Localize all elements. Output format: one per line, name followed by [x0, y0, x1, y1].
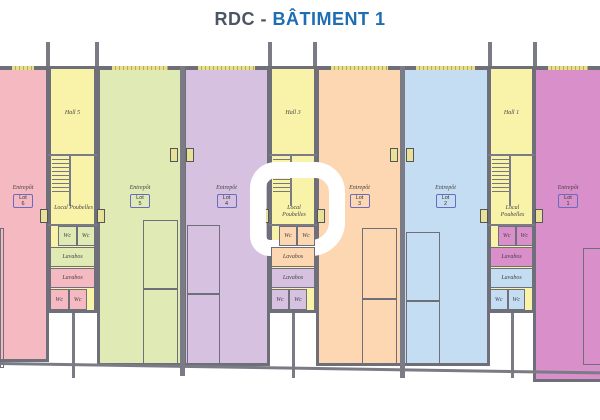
lot-name: Entrepôt: [12, 185, 34, 191]
lot-name: Entrepôt: [349, 185, 370, 191]
wc-room: Wc: [297, 226, 315, 246]
wall-stub: [268, 42, 272, 70]
title-building: BÂTIMENT 1: [272, 9, 386, 29]
lot-badge: Lot 4: [216, 194, 237, 208]
partition-wall: [510, 313, 514, 378]
divider: [143, 288, 178, 290]
divider: [269, 154, 317, 156]
wall-stub: [488, 42, 492, 70]
lot-badge: Lot 3: [349, 194, 370, 208]
lavabos-room: Lavabos: [50, 268, 95, 288]
window: [112, 66, 168, 70]
door-icon: [186, 148, 194, 162]
party-wall: [400, 66, 405, 378]
divider: [406, 300, 440, 302]
window: [548, 66, 588, 70]
lot-badge: Lot 6: [13, 194, 33, 208]
hall-label: Hall 1: [503, 110, 520, 116]
lot-badge: Lot 2: [435, 194, 456, 208]
wall-stub: [533, 42, 537, 70]
divider: [488, 224, 535, 226]
storage-area: [583, 248, 600, 365]
lot-name: Entrepôt: [557, 185, 579, 191]
door-icon: [535, 209, 543, 223]
window: [12, 66, 34, 70]
lavabos-room: Lavabos: [50, 247, 95, 267]
party-wall: [180, 66, 185, 376]
lavabos-room: Lavabos: [490, 247, 533, 267]
hall-label: Hall 3: [285, 110, 301, 116]
wall-stub: [46, 42, 50, 70]
storage-area: [187, 225, 220, 365]
window: [198, 66, 255, 70]
partition-wall: [292, 313, 295, 378]
wc-room: Wc: [50, 289, 69, 310]
divider: [290, 156, 292, 206]
divider: [269, 224, 317, 226]
lot-name: Entrepôt: [435, 185, 456, 191]
door-icon: [390, 148, 398, 162]
divider: [509, 156, 511, 206]
storage-area: [406, 232, 440, 365]
lavabos-room: Lavabos: [271, 268, 315, 288]
lot-name: Entrepôt: [216, 185, 237, 191]
divider: [362, 298, 397, 300]
door-icon: [170, 148, 178, 162]
hall-label: Hall 5: [64, 110, 81, 116]
lot-badge: Lot 1: [558, 194, 578, 208]
stairs: [492, 156, 509, 192]
wc-room: Wc: [271, 289, 289, 310]
partition-wall: [71, 313, 75, 378]
divider: [187, 293, 220, 295]
wc-room: Wc: [289, 289, 307, 310]
local-poubelles-label: Local Poubelles: [54, 205, 93, 211]
window: [331, 66, 388, 70]
lavabos-room: Lavabos: [490, 268, 533, 288]
local-poubelles-label: Local Poubelles: [500, 205, 525, 218]
storage-area: [362, 228, 397, 365]
door-icon: [480, 209, 488, 223]
wc-room: Wc: [76, 226, 95, 246]
divider: [488, 154, 535, 156]
lavabos-room: Lavabos: [271, 247, 315, 267]
door-icon: [40, 209, 48, 223]
divider: [69, 156, 71, 206]
title-level: RDC -: [214, 9, 267, 29]
local-poubelles-label: Local Poubelles: [282, 205, 306, 218]
wc-room: Wc: [507, 289, 525, 310]
storage-area: [143, 220, 178, 365]
lot-name: Entrepôt: [129, 185, 151, 191]
wc-room: Wc: [490, 289, 508, 310]
wall-stub: [95, 42, 99, 70]
wc-room: Wc: [279, 226, 297, 246]
divider: [48, 154, 97, 156]
divider: [48, 224, 97, 226]
wall-stub: [313, 42, 317, 70]
wc-room: Wc: [515, 226, 533, 246]
stairs: [52, 156, 69, 192]
plan-title: RDC - BÂTIMENT 1: [0, 9, 600, 30]
wc-room: Wc: [58, 226, 77, 246]
wc-room: Wc: [68, 289, 87, 310]
door-icon: [406, 148, 414, 162]
door-icon: [97, 209, 105, 223]
lot-badge: Lot 5: [130, 194, 150, 208]
wc-room: Wc: [498, 226, 516, 246]
window: [416, 66, 475, 70]
storage-area: [0, 228, 4, 368]
